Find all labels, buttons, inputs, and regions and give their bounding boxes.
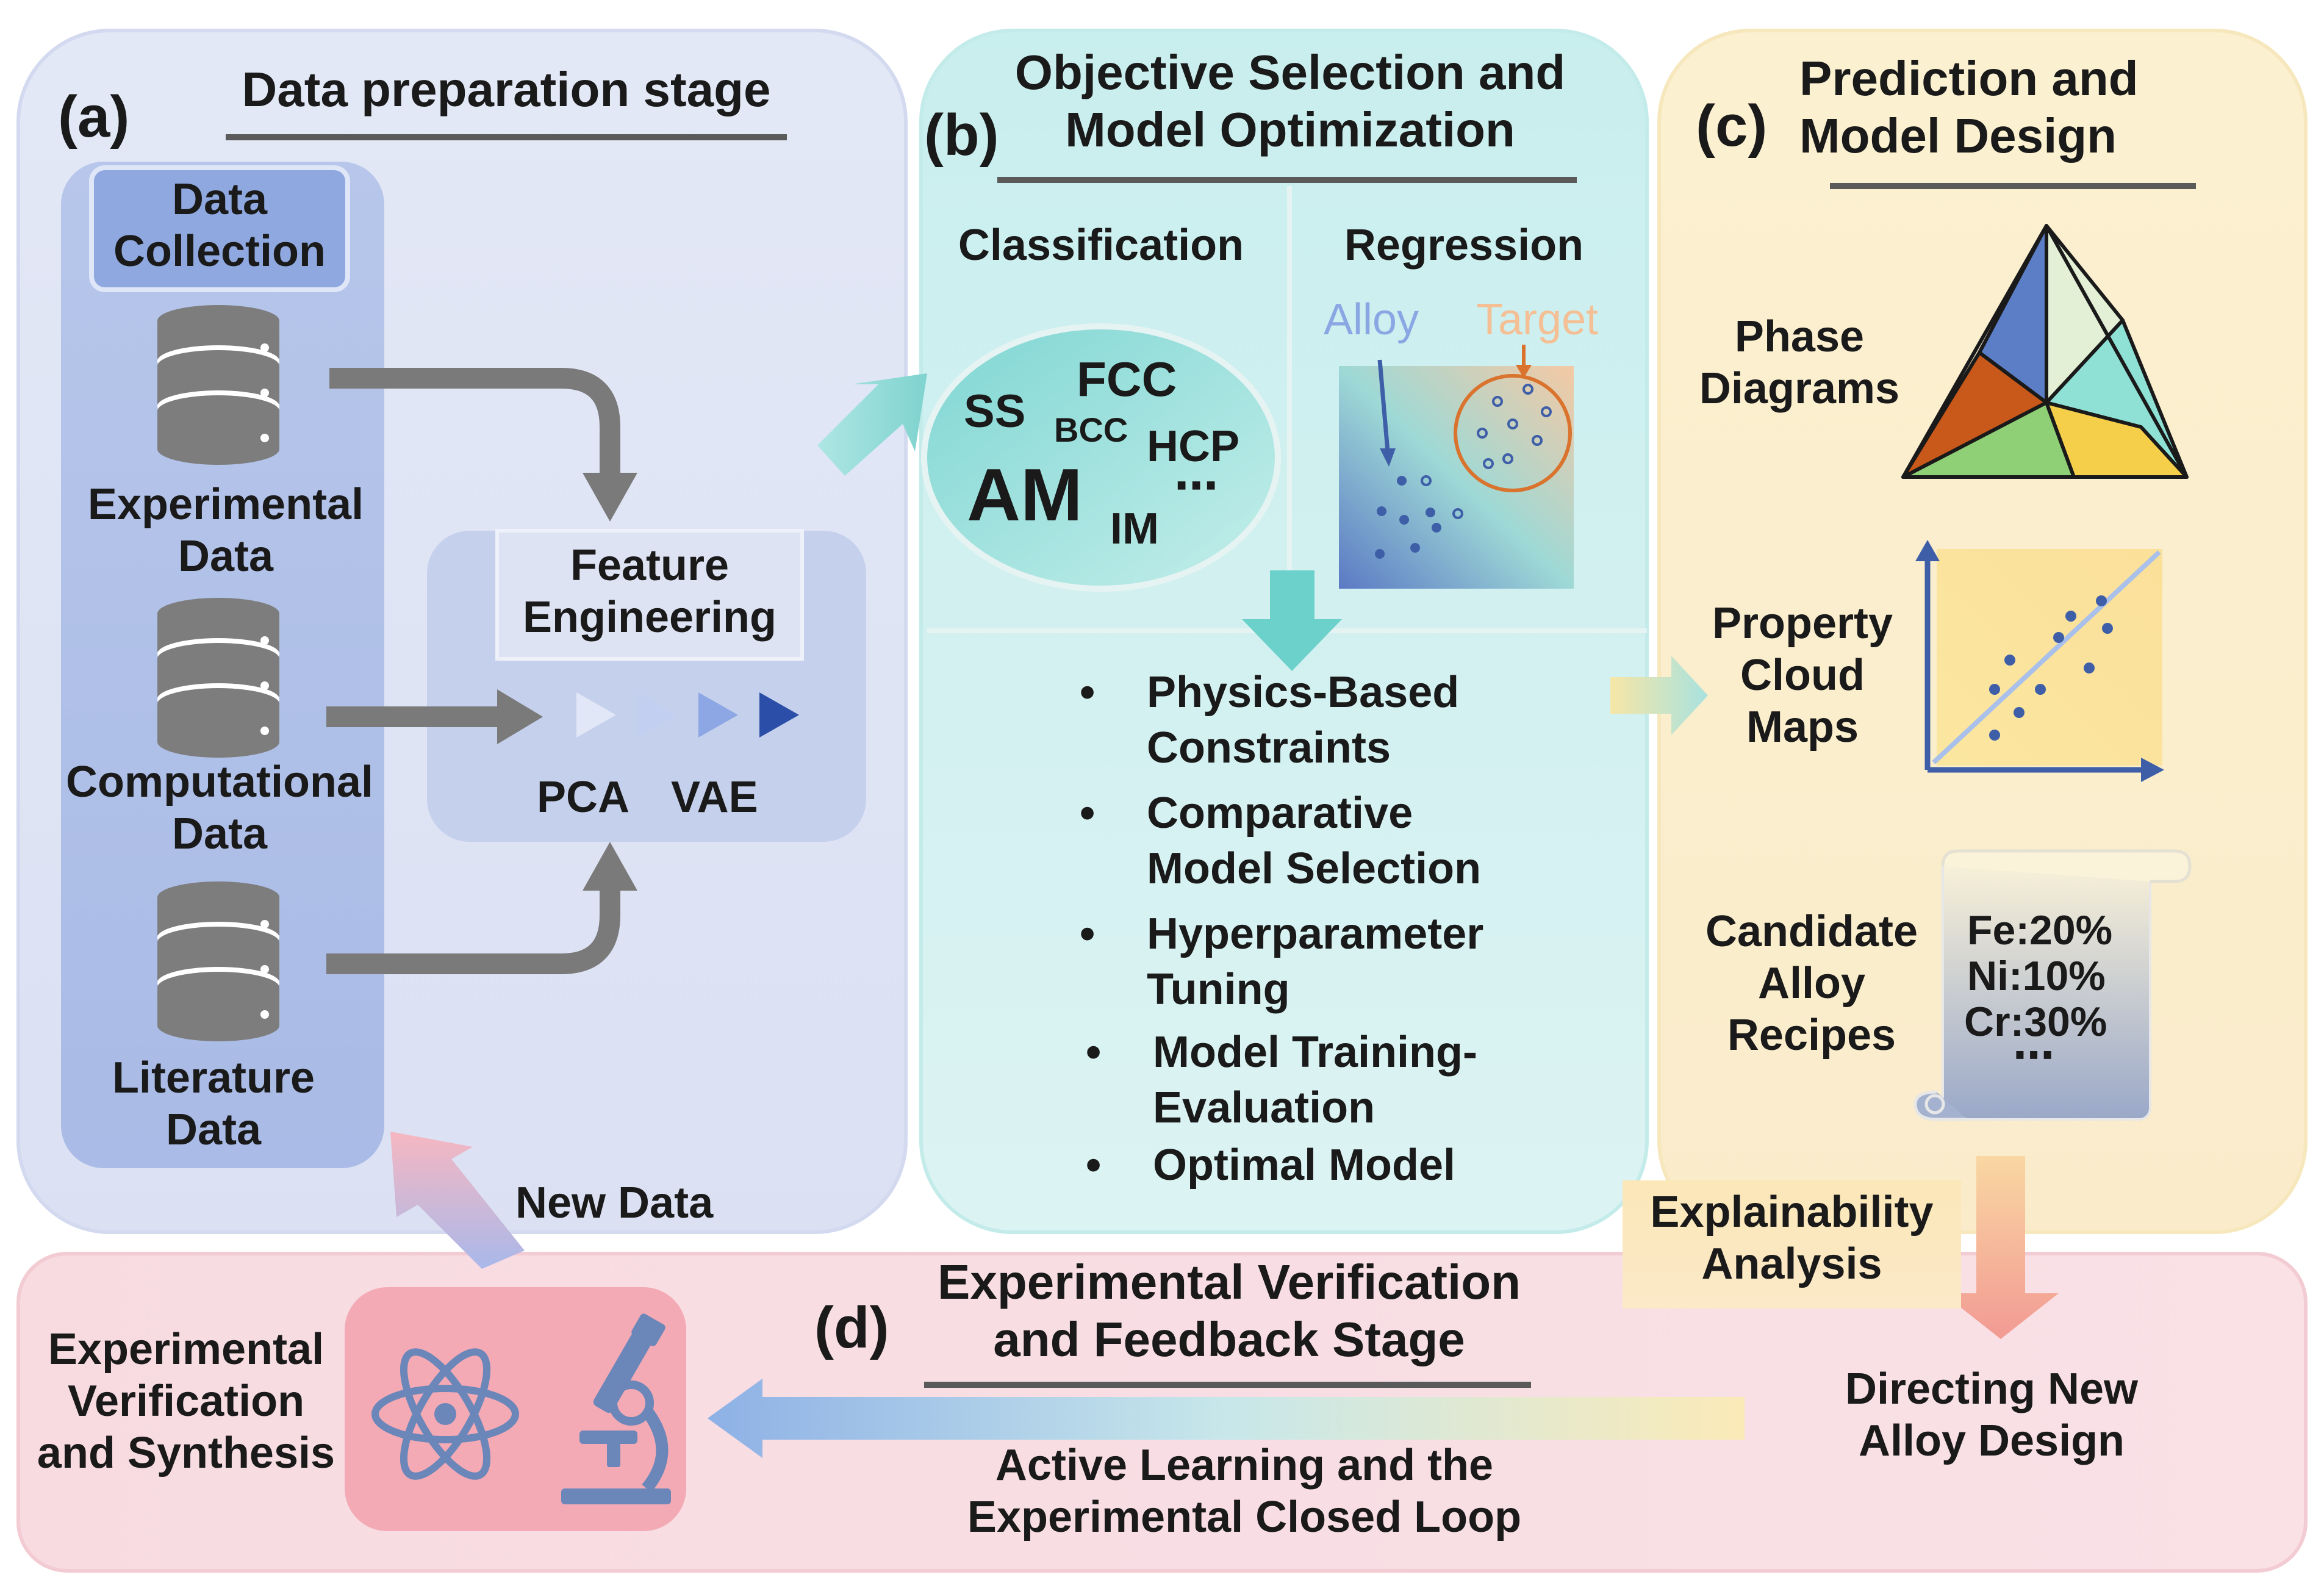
class-am: AM xyxy=(967,453,1083,536)
class-ellipsis: ⋯ xyxy=(1174,462,1218,511)
bullet: • xyxy=(1080,668,1096,717)
arrow-c-to-d xyxy=(1943,1156,2059,1339)
target-pointer-head xyxy=(1516,365,1532,378)
scroll-icon xyxy=(1913,849,2192,1121)
bullet: • xyxy=(1080,789,1096,838)
recipe-ni: Ni:10% xyxy=(1967,953,2106,999)
regression-points-filled xyxy=(1375,476,1441,559)
class-fcc: FCC xyxy=(1077,352,1177,406)
panel-b-vertical-divider xyxy=(1287,186,1292,628)
alloy-pointer-head xyxy=(1380,448,1396,467)
database-icon xyxy=(157,305,279,465)
data-collection-header-box xyxy=(89,165,350,292)
new-data-label: New Data xyxy=(515,1179,714,1227)
flow-arrow-experimental xyxy=(329,368,620,482)
chevron-icon xyxy=(759,692,799,738)
flow-arrow-experimental-head xyxy=(583,473,637,522)
class-im: IM xyxy=(1110,504,1159,553)
database-icon xyxy=(157,881,279,1041)
step-model-selection: • Comparative Model Selection xyxy=(1080,786,1481,896)
source-literature-label: Literature Data xyxy=(112,1054,315,1154)
regression-heading: Regression xyxy=(1344,221,1584,270)
title-underline-a xyxy=(226,134,787,140)
bullet: • xyxy=(1086,1141,1102,1190)
active-learning-arrow xyxy=(708,1379,1745,1458)
property-cloud-maps-label: Property Cloud Maps xyxy=(1712,599,1893,752)
method-vae: VAE xyxy=(671,773,758,822)
phase-diagrams-label: Phase Diagrams xyxy=(1699,312,1900,413)
step-physics-constraints: • Physics-Based Constraints xyxy=(1080,665,1459,775)
database-icon xyxy=(157,598,279,758)
step-optimal-model: • Optimal Model xyxy=(1086,1138,1455,1193)
explainability-label: Explainability Analysis xyxy=(1650,1188,1934,1288)
microscope-icon xyxy=(561,1313,671,1504)
flow-arrow-literature-head xyxy=(583,842,637,891)
class-hcp: HCP xyxy=(1147,422,1240,471)
panel-d-label: (d) xyxy=(814,1295,889,1360)
flow-arrow-literature xyxy=(326,881,620,974)
alloy-label: Alloy xyxy=(1324,295,1419,344)
alloy-pointer xyxy=(1377,359,1390,452)
panel-c-title: Prediction and Model Design xyxy=(1799,51,2139,163)
panel-a-title: Data preparation stage xyxy=(242,62,771,117)
ternary-diagram-icon xyxy=(1901,224,2189,479)
data-collection-label: Data Collection xyxy=(113,175,326,276)
feature-engineering-label: Feature Engineering xyxy=(522,541,777,642)
step-hyperparameter-tuning: • Hyperparameter Tuning xyxy=(1080,906,1483,1017)
chevron-icon xyxy=(576,692,616,738)
recipe-ellipsis: ⋯ xyxy=(2013,1032,2054,1079)
chevron-icon xyxy=(637,692,677,738)
bullet: • xyxy=(1080,910,1096,958)
active-learning-label: Active Learning and the Experimental Clo… xyxy=(967,1441,1522,1542)
classification-ellipse xyxy=(921,323,1281,592)
flow-arrow-computational-head xyxy=(497,689,543,744)
explainability-box xyxy=(1623,1180,1961,1309)
target-ring xyxy=(1454,374,1572,492)
panel-d-title: Experimental Verification and Feedback S… xyxy=(938,1255,1521,1367)
panel-c-label: (c) xyxy=(1696,93,1768,159)
verification-label: Experimental Verification and Synthesis xyxy=(37,1325,335,1477)
source-experimental-label: Experimental Data xyxy=(87,480,364,581)
chevron-icon xyxy=(698,692,738,738)
atom-icon xyxy=(371,1348,519,1480)
title-underline-d xyxy=(924,1382,1531,1388)
feature-engineering-label-box xyxy=(495,529,804,661)
scatter-plot-icon xyxy=(1915,540,2164,782)
candidate-recipes-label: Candidate Alloy Recipes xyxy=(1705,907,1918,1060)
source-computational-label: Computational Data xyxy=(66,758,373,858)
classification-heading: Classification xyxy=(958,221,1244,270)
panel-b-title: Objective Selection and Model Optimizati… xyxy=(1014,45,1566,157)
arrow-b-to-c xyxy=(1610,656,1708,735)
regression-plot xyxy=(1339,366,1574,589)
title-underline-b xyxy=(997,177,1577,183)
atom-nucleus xyxy=(434,1403,456,1425)
title-underline-c xyxy=(1830,183,2196,189)
panel-a-label: (a) xyxy=(58,84,130,149)
regression-points xyxy=(1421,384,1552,519)
recipe-fe: Fe:20% xyxy=(1967,907,2113,953)
panel-b-label: (b) xyxy=(924,102,999,168)
method-pca: PCA xyxy=(537,773,630,822)
recipe-cr: Cr:30% xyxy=(1964,999,2107,1045)
new-data-arrow xyxy=(390,1132,525,1269)
directing-design-label: Directing New Alloy Design xyxy=(1845,1365,2139,1465)
class-bcc: BCC xyxy=(1054,411,1128,449)
target-label: Target xyxy=(1476,295,1599,344)
down-arrow-b xyxy=(1242,570,1342,671)
bullet: • xyxy=(1086,1028,1102,1077)
step-training-evaluation: • Model Training- Evaluation xyxy=(1086,1025,1477,1135)
arrow-a-to-b xyxy=(817,373,927,476)
class-ss: SS xyxy=(964,386,1026,437)
